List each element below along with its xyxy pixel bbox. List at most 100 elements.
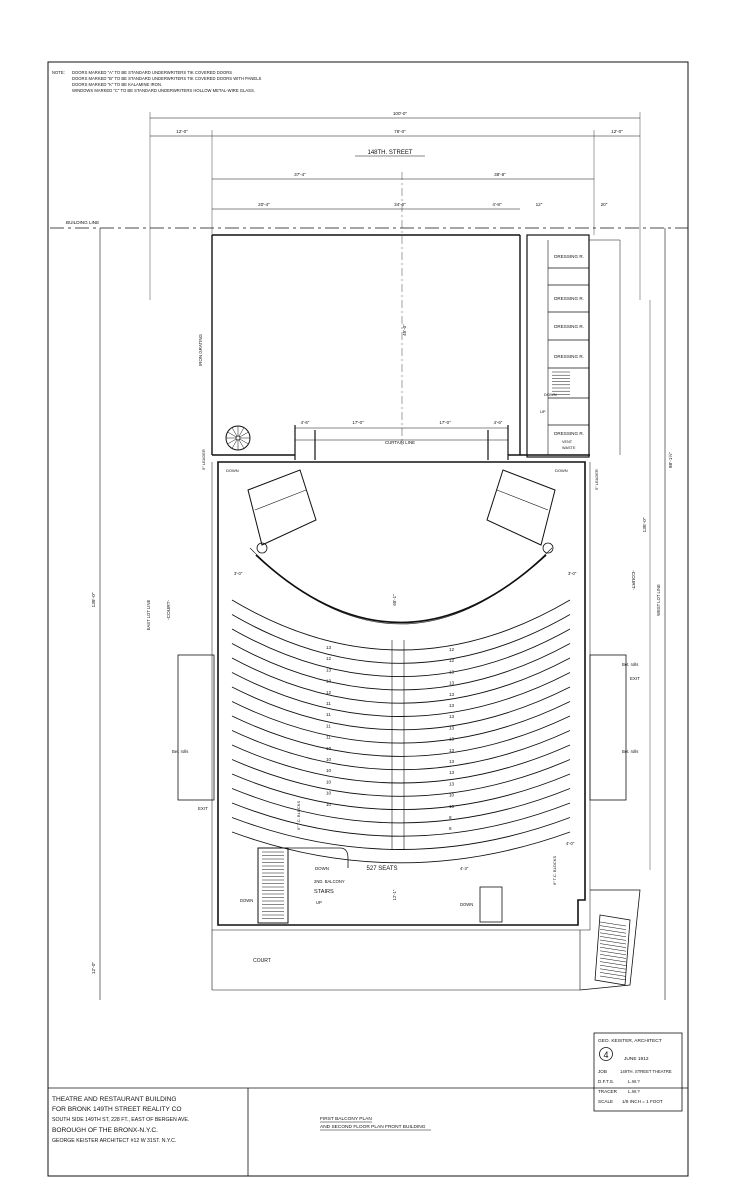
stamp-tracer-label: TRACER (598, 1089, 618, 1094)
seat-row-arc (231, 643, 571, 691)
stair-tread (599, 964, 627, 970)
seat-row-arc (231, 672, 571, 717)
title-line-1: THEATRE AND RESTAURANT BUILDING (52, 1096, 177, 1103)
lower-down-left: DOWN (240, 898, 253, 903)
row-seat-count-right: 12 (449, 647, 455, 652)
row-seat-count-left: 10 (326, 768, 332, 773)
spiral-tread (239, 431, 249, 438)
stage-house: IRON GRATING 45'-0" (198, 234, 590, 456)
row-seat-count-left: 12 (326, 690, 332, 695)
dressing-room-2: DRESSING R. (554, 296, 584, 301)
dim-3-right: 3'-0" (568, 571, 577, 576)
seat-row-arc (231, 599, 571, 651)
balcony-rail (255, 554, 547, 624)
stamp-job-label: JOB (598, 1069, 607, 1074)
dim-left-setback: 12'-0" (176, 129, 188, 134)
stamp-scale-label: SCALE (598, 1099, 613, 1104)
row-seat-count-right: 13 (449, 725, 455, 730)
dim-right-setback: 12'-0" (611, 129, 623, 134)
row-seat-count-right: 13 (449, 681, 455, 686)
title-block: THEATRE AND RESTAURANT BUILDING FOR BRON… (52, 1096, 189, 1144)
dim-12in: 12" (536, 202, 543, 207)
proscenium: 4'-6" 17'-0" 17'-0" 4'-6" CURTAIN LINE (294, 420, 509, 460)
seat-count: 527 SEATS (367, 866, 398, 872)
court-right-label: -COURT- (630, 570, 636, 590)
row-seat-count-right: 13 (449, 770, 455, 775)
plan-title: FIRST BALCONY PLAN AND SECOND FLOOR PLAN… (320, 1116, 431, 1131)
dim-20: 20'-4" (258, 202, 270, 207)
dim-34: 34'-0" (394, 202, 406, 207)
dressing-down-label: DOWN (544, 392, 557, 397)
spiral-tread (231, 439, 238, 449)
row-seat-count-right: 8 (449, 826, 452, 831)
stair-tread (599, 946, 627, 952)
stamp-scale: 1/8 INCH = 1 FOOT (622, 1099, 663, 1104)
courts: -COURT- -COURT- EAST LOT LINE WEST LOT L… (146, 570, 661, 811)
spiral-tread (239, 438, 249, 445)
box-down-left: DOWN (226, 468, 239, 473)
dim-3-left: 3'-0" (234, 571, 243, 576)
dressing-room-1: DRESSING R. (554, 254, 584, 259)
dim-total-depth: 139'-0" (91, 592, 97, 607)
stair-tread (599, 972, 627, 977)
row-seat-count-left: 10 (326, 746, 332, 751)
row-seat-count-left: 12 (326, 656, 332, 661)
dim-prosc-right: 4'-6" (494, 420, 503, 425)
dim-4: 4'-8" (492, 202, 502, 207)
stair-down-label: DOWN (315, 866, 329, 871)
title-line-2: FOR BRONK 149TH STREET REALITY CO (52, 1106, 181, 1113)
stamp-tracer: L.W.? (628, 1089, 640, 1094)
title-line-3: SOUTH SIDE 149TH ST, 228 FT., EAST OF BE… (52, 1117, 189, 1123)
court-left-label: -COURT- (166, 600, 172, 620)
building-line-label: BUILDING LINE (66, 220, 99, 225)
row-seat-count-right: 13 (449, 692, 455, 697)
row-seat-count-left: 11 (326, 723, 331, 728)
dressing-room-4: DRESSING R. (554, 354, 584, 359)
spiral-tread (231, 427, 238, 437)
row-seat-count-right: 13 (449, 781, 455, 786)
dim-stage-depth: 45'-0" (402, 324, 407, 336)
seat-row-arc (231, 744, 571, 784)
seat-row-arc (231, 788, 571, 824)
note-line: DOORS MARKED "B" TO BE STANDARD UNDERWRI… (72, 76, 262, 81)
right-exterior-stair (594, 914, 631, 986)
stairs-label: STAIRS (314, 889, 334, 895)
note-line: DOORS MARKED "A" TO BE STANDARD UNDERWRI… (72, 70, 232, 75)
stair-tread (599, 961, 627, 966)
row-seat-count-left: 13 (326, 645, 332, 650)
stage-boxes: DOWN DOWN 5" LEADER 5" LEADER (201, 449, 599, 554)
title-line-5: GEORGE KEISTER ARCHITECT #12 W 31ST. N.Y… (52, 1138, 176, 1144)
seating-rows: 1312131312111111111010101010101212131313… (231, 547, 571, 864)
tc-blocks-left: 6" T.C. BLOCKS (296, 801, 301, 830)
dim-front-12: 12'-1" (392, 889, 397, 900)
row-seat-count-left: 10 (326, 757, 332, 762)
dim-20in: 20" (601, 202, 608, 207)
dim-17-right: 17'-0" (439, 420, 451, 425)
row-seat-count-left: 11 (326, 701, 331, 706)
vent-label: VENT (562, 440, 573, 444)
east-lot-label: EAST LOT LINE (146, 600, 151, 631)
dim-4-3: 4'-3" (460, 866, 469, 871)
spiral-tread (227, 431, 237, 438)
box-down-right: DOWN (555, 468, 568, 473)
seat-row-arc (231, 759, 571, 797)
dressing-room-5: DRESSING R. (554, 431, 584, 436)
title-line-4: BOROUGH OF THE BRONX-N.Y.C. (52, 1127, 158, 1134)
seat-row-arc (231, 730, 571, 771)
notes-block: NOTE: DOORS MARKED "A" TO BE STANDARD UN… (52, 70, 262, 93)
stamp-date: JUNE 1912 (624, 1056, 649, 1062)
dim-4-0: 4'-0" (566, 841, 575, 846)
exit-left-label: EXIT (198, 806, 208, 811)
row-seat-count-left: 11 (326, 735, 331, 740)
row-seat-count-right: 13 (449, 737, 455, 742)
row-seat-count-left: 10 (326, 802, 332, 807)
note-line: DOORS MARKED "K" TO BE KALAMINE IRON. (72, 82, 162, 87)
row-seat-count-right: 10 (449, 804, 455, 809)
auditorium-outline: COURT (211, 461, 641, 991)
dim-bottom-12: 12'-0" (91, 962, 97, 975)
row-seat-count-right: 13 (449, 669, 455, 674)
balcony-rail-inner (249, 547, 553, 625)
stair-up-label: UP (316, 900, 322, 905)
stair-tread (599, 936, 627, 941)
seat-row-arc (231, 686, 571, 731)
